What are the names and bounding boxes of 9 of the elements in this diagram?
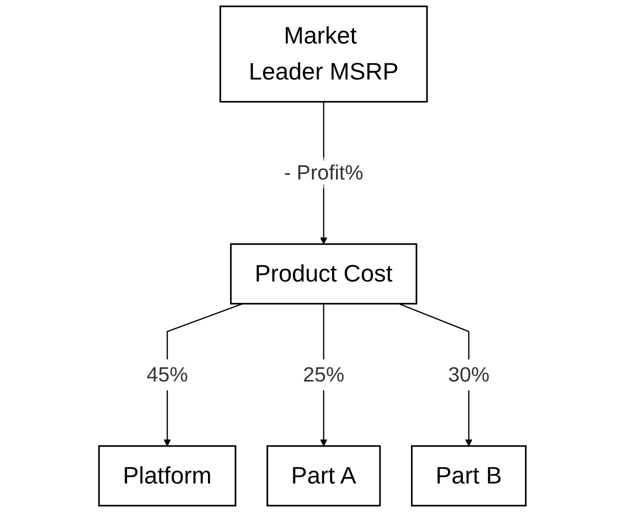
edge-label: 30% bbox=[448, 362, 490, 386]
edge-label: 25% bbox=[302, 362, 344, 386]
node-box: Part A bbox=[266, 445, 380, 506]
node-box: Part B bbox=[410, 445, 526, 506]
edge-label: 45% bbox=[146, 362, 188, 386]
node-box: Platform bbox=[98, 445, 236, 506]
node-box: Product Cost bbox=[230, 243, 417, 304]
node-box: Market Leader MSRP bbox=[219, 6, 428, 103]
edge-label: - Profit% bbox=[284, 160, 363, 184]
